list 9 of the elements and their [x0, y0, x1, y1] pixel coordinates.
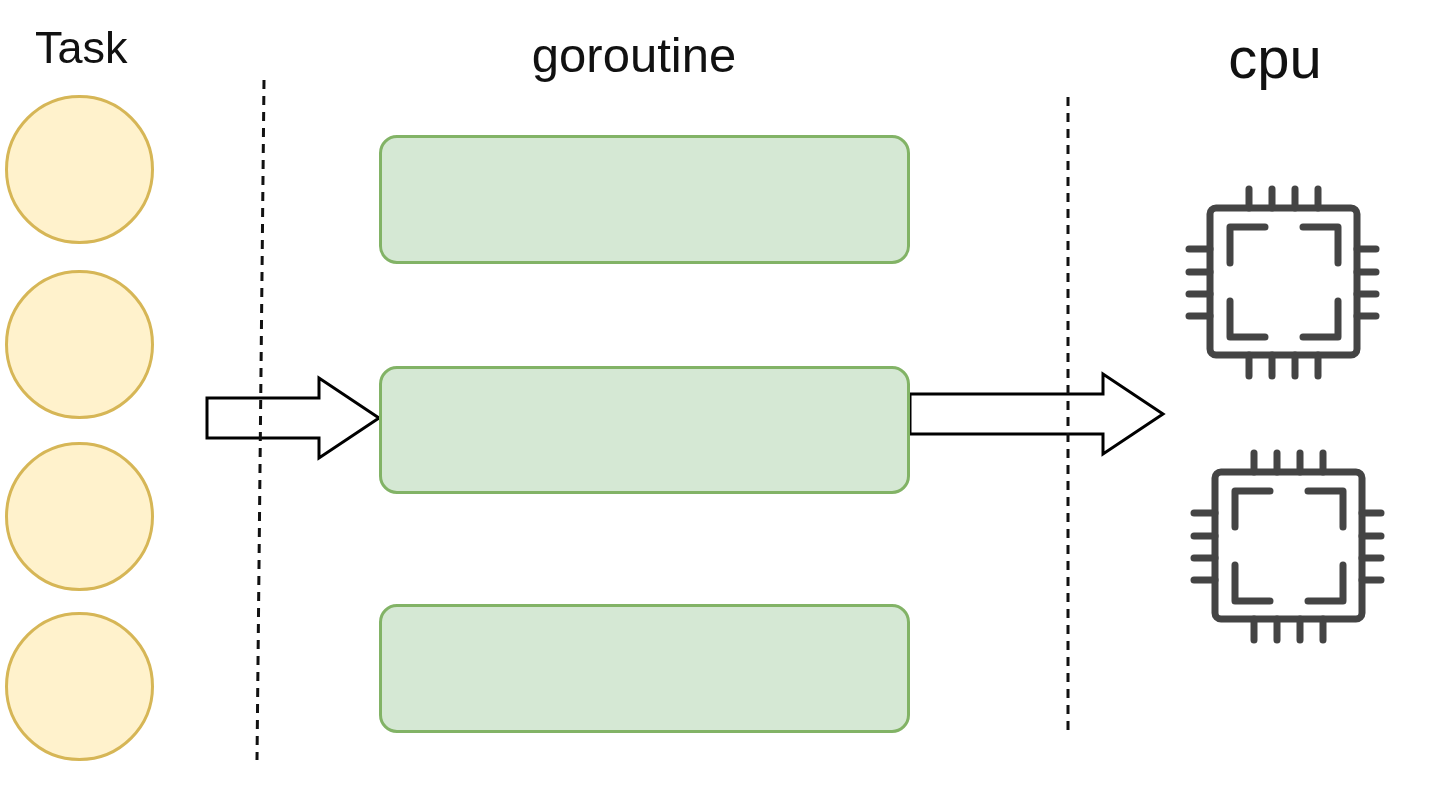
goroutine-box — [379, 366, 910, 494]
column-heading: goroutine — [531, 31, 737, 80]
block-arrow — [908, 371, 1166, 457]
goroutine-box — [379, 135, 910, 264]
block-arrow — [205, 375, 382, 461]
chip-icon — [1185, 185, 1380, 380]
column-heading: Task — [35, 25, 128, 70]
chip-icon — [1190, 449, 1385, 644]
goroutine-box — [379, 604, 910, 733]
